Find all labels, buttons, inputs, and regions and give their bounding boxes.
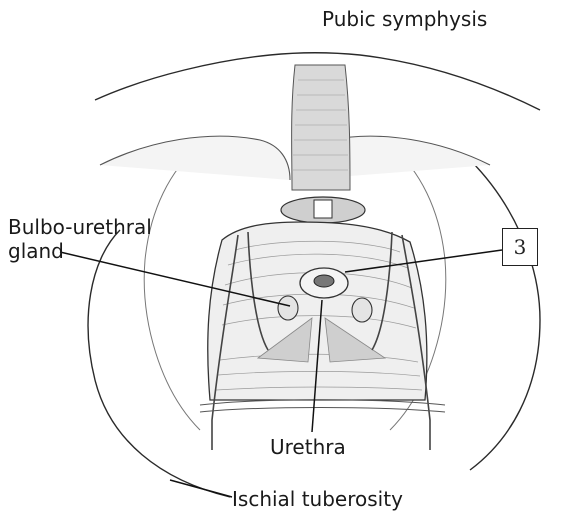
- urethra-lumen: [314, 275, 334, 287]
- pubic-symphysis-shape: [292, 65, 350, 190]
- callout-box-3: 3: [502, 228, 538, 266]
- label-bulbo-urethral-line1: Bulbo-urethral: [8, 216, 152, 238]
- label-pubic-symphysis: Pubic symphysis: [322, 8, 487, 30]
- dorsal-vessel: [314, 200, 332, 218]
- label-bulbo-urethral-line2: gland: [8, 240, 64, 262]
- left-ramus: [100, 136, 290, 180]
- right-thigh-contour: [470, 160, 540, 470]
- lower-bands: [200, 400, 445, 412]
- leader-ischial-tuberosity: [170, 480, 232, 497]
- right-bulbo-urethral-gland: [352, 298, 372, 322]
- left-inner-curve: [144, 145, 200, 430]
- label-urethra: Urethra: [270, 436, 346, 458]
- left-bulbo-urethral-gland: [278, 296, 298, 320]
- label-ischial-tuberosity: Ischial tuberosity: [232, 488, 403, 510]
